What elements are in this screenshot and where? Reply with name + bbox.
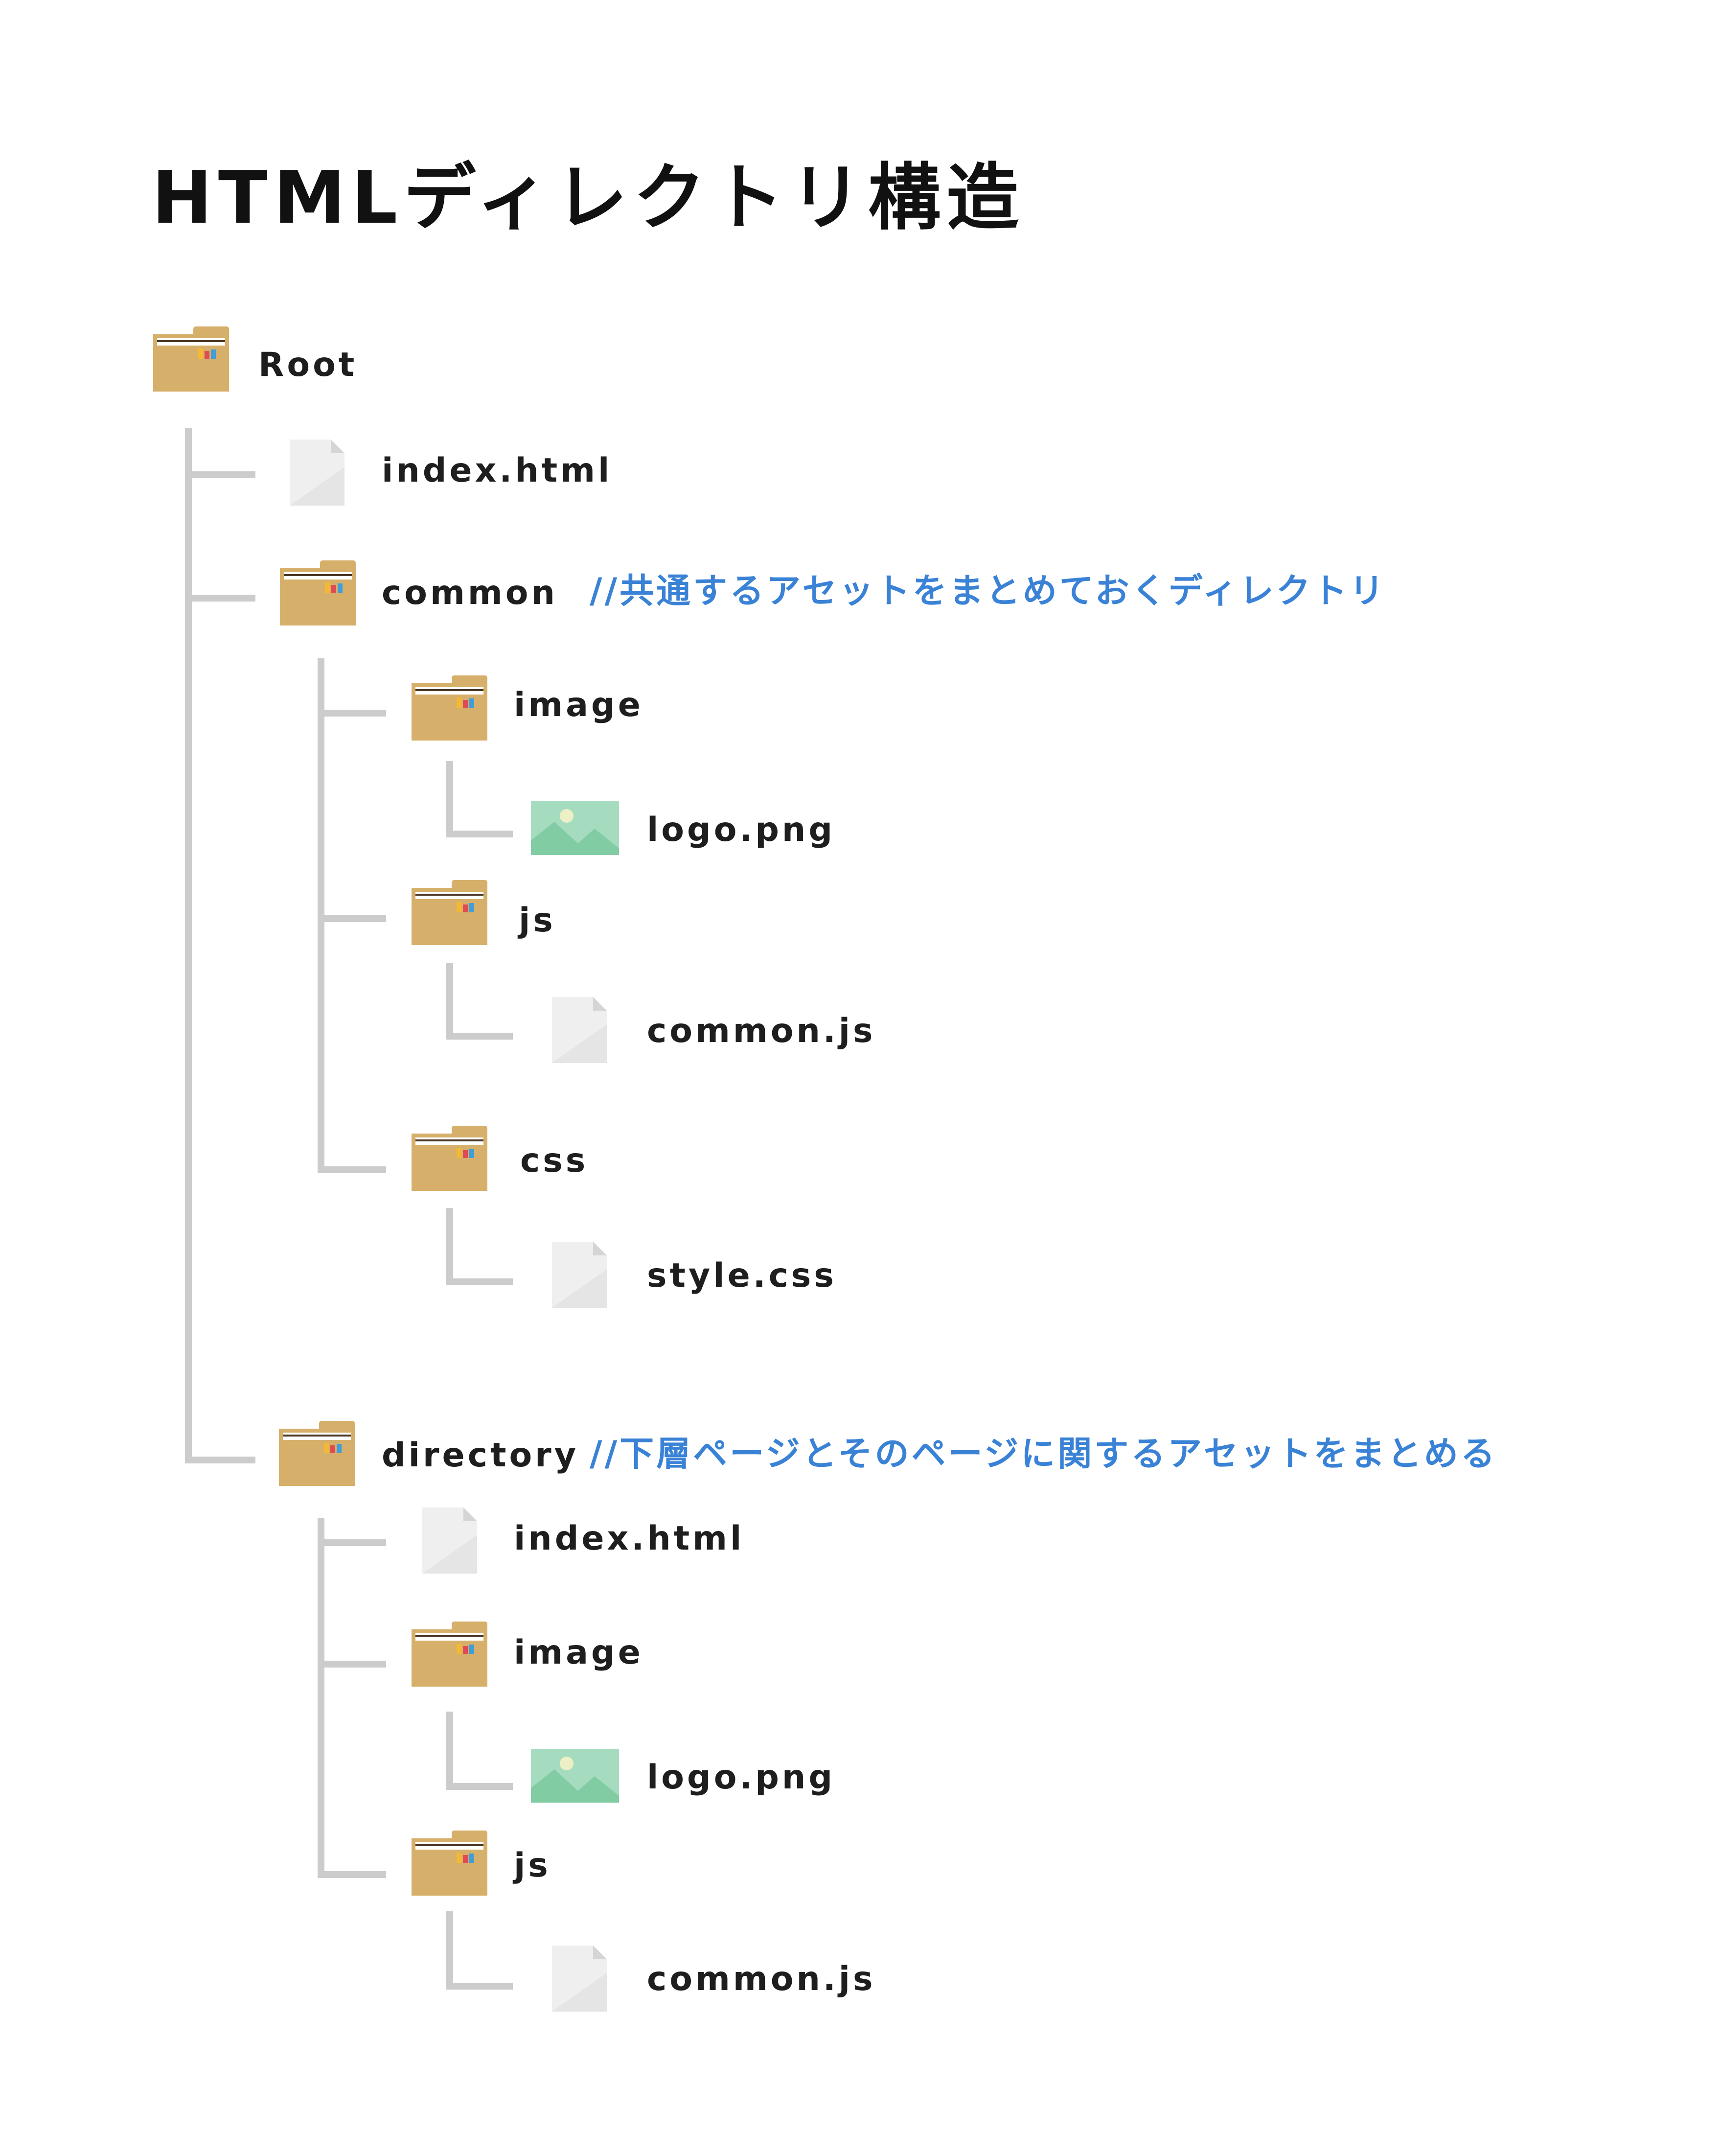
folder-label-common-css[interactable]: css xyxy=(520,1141,589,1180)
tree-connector xyxy=(318,1661,386,1668)
folder-label-directory-image[interactable]: image xyxy=(514,1633,643,1672)
folder-label-common[interactable]: common xyxy=(382,574,558,612)
comment-common: //共通するアセットをまとめておくディレクトリ xyxy=(590,571,1386,611)
page-title: HTMLディレクトリ構造 xyxy=(152,156,1025,240)
file-label-root-index[interactable]: index.html xyxy=(382,451,613,490)
tree-connector xyxy=(446,1278,513,1285)
file-icon xyxy=(552,1242,607,1308)
tree-connector xyxy=(185,471,255,478)
file-label-style-css[interactable]: style.css xyxy=(647,1256,837,1295)
tree-connector xyxy=(185,1457,255,1463)
file-label-common-js-file[interactable]: common.js xyxy=(647,1012,876,1050)
tree-connector xyxy=(446,1783,513,1790)
folder-icon xyxy=(412,880,487,945)
folder-label-common-js[interactable]: js xyxy=(519,901,556,940)
tree-connector xyxy=(446,1033,513,1040)
tree-connector xyxy=(318,1166,386,1173)
tree-connector xyxy=(318,710,386,717)
file-icon xyxy=(290,440,344,506)
folder-icon xyxy=(412,675,487,741)
file-icon xyxy=(552,1946,607,2012)
file-icon xyxy=(422,1507,477,1574)
tree-connector xyxy=(185,428,192,1463)
tree-connector xyxy=(446,1208,453,1285)
folder-icon xyxy=(279,1421,355,1486)
folder-label-directory-js[interactable]: js xyxy=(514,1846,551,1885)
folder-icon xyxy=(412,1831,487,1896)
file-label-directory-logo[interactable]: logo.png xyxy=(647,1758,836,1797)
tree-connector xyxy=(318,915,386,922)
file-label-common-logo[interactable]: logo.png xyxy=(647,811,836,849)
folder-icon xyxy=(153,326,229,392)
tree-connector xyxy=(185,595,255,602)
folder-icon xyxy=(412,1622,487,1687)
folder-label-root[interactable]: Root xyxy=(258,346,358,384)
tree-connector xyxy=(318,1518,324,1878)
tree-connector xyxy=(446,1911,453,1990)
tree-connector xyxy=(318,1539,386,1546)
tree-connector xyxy=(318,1871,386,1878)
image-icon xyxy=(531,1749,619,1803)
file-label-directory-js-file[interactable]: common.js xyxy=(647,1960,876,1998)
folder-icon xyxy=(280,560,356,626)
tree-connector xyxy=(446,1712,453,1790)
file-icon xyxy=(552,997,607,1063)
folder-label-directory[interactable]: directory xyxy=(382,1436,579,1475)
tree-connector xyxy=(446,831,513,837)
file-label-directory-index[interactable]: index.html xyxy=(514,1519,745,1558)
tree-connector xyxy=(446,761,453,837)
comment-directory: //下層ページとそのページに関するアセットをまとめる xyxy=(590,1434,1497,1474)
folder-label-common-image[interactable]: image xyxy=(514,686,643,724)
folder-icon xyxy=(412,1126,487,1191)
tree-connector xyxy=(446,1983,513,1990)
tree-connector xyxy=(446,963,453,1040)
image-icon xyxy=(531,801,619,855)
